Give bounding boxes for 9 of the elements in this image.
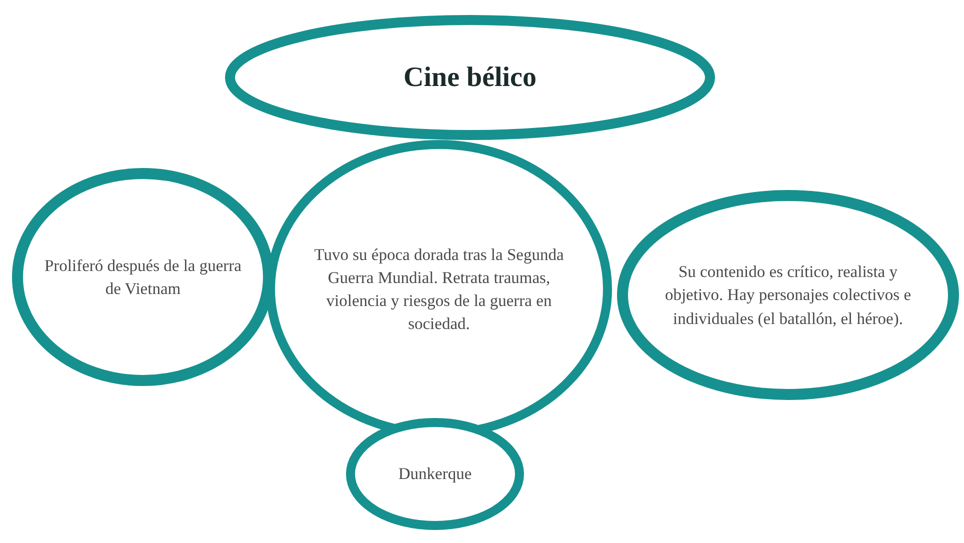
ellipse-node bbox=[617, 190, 959, 400]
title-text: Cine bélico bbox=[402, 60, 538, 95]
node-text: Proliferó después de la guerra de Vietnam bbox=[43, 254, 242, 300]
ellipse-node bbox=[12, 168, 274, 386]
node-text: Su contenido es crítico, realista y objetivo. Hay personajes colectivos e individuales (el batallón, el héroe). bbox=[664, 261, 912, 330]
node-text: Dunkerque bbox=[397, 463, 473, 486]
ellipse-node bbox=[346, 418, 524, 530]
node-text: Tuvo su época dorada tras la Segunda Guerra Mundial. Retrata traumas, violencia y riesgos de la guerra en sociedad. bbox=[313, 244, 565, 336]
ellipse-node bbox=[225, 15, 715, 140]
